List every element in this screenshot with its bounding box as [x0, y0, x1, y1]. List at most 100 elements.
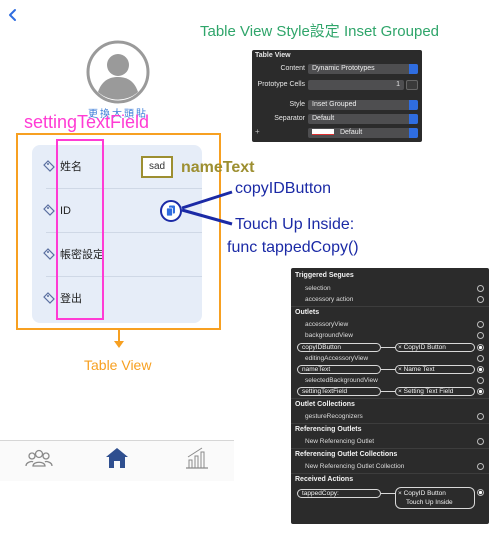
chevron-left-icon[interactable] [6, 8, 20, 22]
popup-arrows-icon [409, 64, 418, 74]
remove-connection-icon[interactable]: × [398, 344, 402, 351]
copy-id-button-annotation: copyIDButton [235, 180, 332, 197]
style-popup[interactable]: Inset Grouped [308, 100, 418, 110]
content-value: Dynamic Prototypes [312, 65, 375, 72]
outlet-item: editingAccessoryView [305, 355, 369, 362]
setting-text-field-annotation: settingTextField [24, 112, 150, 132]
section-divider [291, 306, 489, 307]
connection-circle[interactable] [477, 355, 484, 362]
selection-item: selection [305, 285, 331, 292]
house-icon[interactable] [102, 445, 132, 471]
connection-circle-filled[interactable] [477, 388, 484, 395]
separator-label: Separator [274, 115, 305, 122]
outlet-connected-item[interactable]: copyIDButton [297, 343, 381, 352]
document-copy-icon [166, 205, 175, 217]
connections-inspector: Triggered Segues selection accessory act… [291, 268, 489, 524]
style-value: Inset Grouped [312, 101, 357, 108]
connection-circle[interactable] [477, 413, 484, 420]
inspector-title: Table View [255, 52, 291, 59]
separator-popup[interactable]: Default [308, 114, 418, 124]
tag-icon [43, 160, 55, 172]
table-row[interactable]: 姓名 [32, 145, 202, 189]
table-view-style-heading: Table View Style設定 Inset Grouped [200, 23, 440, 40]
copy-button-callout-lines [181, 190, 233, 226]
tag-icon [43, 292, 55, 304]
style-label: Style [289, 101, 305, 108]
prototype-cells-stepper[interactable] [406, 80, 418, 90]
row-separator [46, 188, 202, 189]
connection-circle[interactable] [477, 285, 484, 292]
referencing-outlets-header: Referencing Outlets [295, 426, 362, 433]
content-popup[interactable]: Dynamic Prototypes [308, 64, 418, 74]
connection-circle[interactable] [477, 296, 484, 303]
outlets-header: Outlets [295, 309, 320, 316]
table-view-attributes-inspector: Table View Content Dynamic Prototypes Pr… [252, 50, 422, 142]
connection-wire [381, 347, 395, 348]
outlet-connected-item[interactable]: nameText [297, 365, 381, 374]
color-swatch [312, 129, 334, 136]
separator-color-popup[interactable]: Default [308, 128, 418, 138]
name-text-field[interactable]: sad [141, 156, 173, 178]
target-label: CopyID Button [403, 344, 446, 351]
connection-circle-filled[interactable] [477, 366, 484, 373]
name-text-target[interactable]: × Name Text [395, 365, 475, 374]
row-label: ID [60, 205, 71, 217]
connection-circle[interactable] [477, 321, 484, 328]
new-referencing-outlet-collection-item: New Referencing Outlet Collection [305, 463, 405, 470]
outlet-item: accessoryView [305, 321, 349, 328]
popup-arrows-icon [409, 128, 418, 138]
remove-connection-icon[interactable]: × [398, 388, 402, 395]
event-label: Touch Up Inside [406, 499, 453, 506]
target-label: Setting Text Field [403, 388, 454, 395]
table-view-pointer [118, 330, 120, 343]
change-photo-button[interactable]: 更換大頭貼 [88, 109, 148, 120]
received-action-item[interactable]: tappedCopy: [297, 489, 381, 498]
person-circle-icon[interactable] [86, 40, 150, 104]
copy-id-target[interactable]: × CopyID Button [395, 343, 475, 352]
settings-table-view: 姓名 ID 帳密設定 登出 [32, 145, 202, 323]
tag-icon [43, 248, 55, 260]
received-actions-header: Received Actions [295, 476, 354, 483]
connection-circle-filled[interactable] [477, 489, 484, 496]
plus-icon[interactable]: + [255, 127, 260, 136]
table-row[interactable]: 登出 [32, 277, 202, 321]
tag-icon [43, 204, 55, 216]
outlet-connected-item[interactable]: settingTextField [297, 387, 381, 396]
connection-circle[interactable] [477, 463, 484, 470]
connection-wire [381, 369, 395, 370]
outlet-collections-header: Outlet Collections [295, 401, 355, 408]
prototype-cells-label: Prototype Cells [257, 81, 305, 88]
connection-circle-filled[interactable] [477, 344, 484, 351]
connection-circle[interactable] [477, 332, 484, 339]
setting-text-field-target[interactable]: × Setting Text Field [395, 387, 475, 396]
triggered-segues-header: Triggered Segues [295, 272, 354, 279]
people-icon[interactable] [24, 445, 54, 471]
separator-color-value: Default [339, 129, 363, 136]
row-separator [46, 232, 202, 233]
referencing-outlet-collections-header: Referencing Outlet Collections [295, 451, 398, 458]
row-label: 帳密設定 [60, 249, 104, 261]
table-row[interactable]: ID [32, 189, 202, 233]
touch-up-inside-annotation: Touch Up Inside: [235, 216, 355, 233]
section-divider [291, 448, 489, 449]
remove-connection-icon[interactable]: × [398, 366, 402, 373]
table-row[interactable]: 帳密設定 [32, 233, 202, 277]
table-view-arrowhead [114, 341, 124, 348]
separator-value: Default [312, 115, 335, 122]
connection-wire [381, 391, 395, 392]
prototype-cells-field[interactable]: 1 [308, 80, 404, 90]
new-referencing-outlet-item: New Referencing Outlet [305, 438, 375, 445]
tab-bar [0, 440, 234, 481]
copy-id-button[interactable] [160, 200, 182, 222]
section-divider [291, 398, 489, 399]
connection-circle[interactable] [477, 377, 484, 384]
connection-circle[interactable] [477, 438, 484, 445]
table-view-highlight [16, 133, 221, 330]
remove-connection-icon[interactable]: × [398, 490, 402, 497]
tapped-copy-target[interactable]: × CopyID Button Touch Up Inside [395, 487, 475, 509]
setting-text-field-highlight [56, 139, 104, 320]
row-separator [46, 276, 202, 277]
row-label: 姓名 [60, 161, 82, 173]
chart-icon[interactable] [182, 445, 212, 471]
target-label: Name Text [403, 366, 435, 373]
